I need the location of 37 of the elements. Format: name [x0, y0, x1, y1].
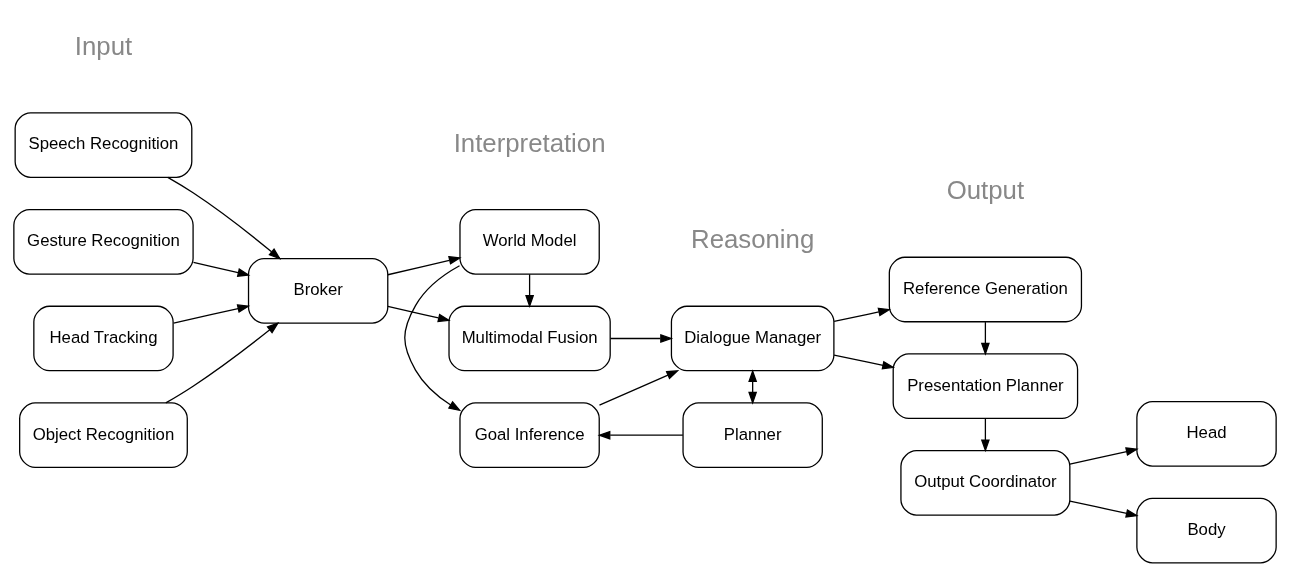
node-box: Gesture Recognition — [13, 208, 194, 275]
node-box: Multimodal Fusion — [448, 305, 611, 372]
arrow — [167, 176, 282, 260]
arrow — [833, 354, 896, 370]
arrow — [1069, 500, 1139, 518]
node-box: Presentation Planner — [892, 353, 1079, 420]
arrow — [525, 273, 535, 308]
node-box: Planner — [682, 402, 823, 469]
label: Input — [74, 31, 133, 60]
node-box: Goal Inference — [459, 402, 600, 469]
arrow — [387, 305, 451, 323]
node-box: Broker — [247, 257, 389, 324]
node-box: Speech Recognition — [14, 112, 193, 178]
arrow — [980, 418, 990, 453]
node-box: Dialogue Manager — [670, 305, 835, 372]
arrow — [748, 369, 758, 405]
label: Reasoning — [691, 225, 815, 254]
node-box: World Model — [459, 208, 600, 275]
arrow — [980, 321, 990, 356]
arrow — [404, 265, 462, 412]
arrow — [597, 430, 684, 440]
node-box: Body — [1136, 497, 1277, 564]
label: Interpretation — [453, 128, 606, 157]
arrow — [173, 304, 251, 324]
node-box: Output Coordinator — [900, 450, 1071, 516]
arrow — [192, 261, 251, 277]
arrow — [609, 334, 674, 343]
label: Output — [946, 176, 1025, 205]
arrow — [165, 322, 280, 404]
arrow — [387, 255, 462, 276]
node-box: Object Recognition — [19, 402, 188, 469]
node-box: Reference Generation — [888, 256, 1083, 323]
node-box: Head Tracking — [33, 305, 174, 372]
arrow — [598, 370, 680, 406]
arrow — [833, 307, 892, 323]
node-box: Head — [1136, 401, 1277, 467]
arrow — [1069, 447, 1139, 465]
